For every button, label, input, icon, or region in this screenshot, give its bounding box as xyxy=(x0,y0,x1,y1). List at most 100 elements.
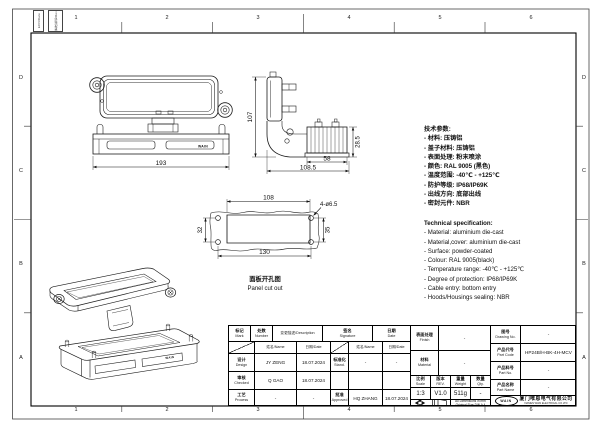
front-brand-text: WAIN xyxy=(198,144,208,148)
process-label-cn: 工艺 xyxy=(237,392,246,398)
name-subheader-label: 姓名/Name xyxy=(356,345,375,350)
side-view-dims: 107 28.5 58 108.5 xyxy=(247,76,362,174)
front-view-dims: 193 xyxy=(92,156,230,170)
company-text: 厦门唯恩电气有限公司 XIAMEN WAIN ELECTRICAL CO.LTD xyxy=(520,397,573,405)
zone-col-4-top: 4 xyxy=(347,15,351,21)
zone-row-b-left: B xyxy=(19,261,23,267)
tb-design-label: 设计 Design xyxy=(229,354,255,372)
dim-left-32: 32 xyxy=(198,226,204,233)
specs-chinese: 技术参数: - 材料: 压铸铝 - 盖子材料: 压铸铝 - 表面处理: 粉末喷涂… xyxy=(424,125,576,209)
dim-width-193: 193 xyxy=(156,160,167,167)
approved-label-cn: 批准 xyxy=(335,392,344,398)
note-line-1: All Dimensions in mm xyxy=(455,400,486,403)
name-subheader-label: 姓名/Name xyxy=(266,345,285,350)
side-view xyxy=(266,71,350,158)
specs-en-item: - Cable entry: bottom entry xyxy=(424,285,497,293)
dim-total-108-5: 108.5 xyxy=(300,165,317,172)
zone-col-2-bottom: 2 xyxy=(165,407,169,413)
zone-col-2-top: 2 xyxy=(165,15,169,21)
tb-diagonal-cell-left xyxy=(229,342,255,354)
tb-date-subheader-left: 日期/Date xyxy=(297,342,331,354)
zone-row-a-right: A xyxy=(582,355,586,361)
isometric-view: WAIN xyxy=(49,267,200,380)
checked-label-en: Checked xyxy=(234,380,249,385)
tb-dimension-note: All Dimensions in mm Original Size DIN A… xyxy=(451,400,491,406)
tb-qty-value: - xyxy=(471,388,491,400)
tb-standard-date: - xyxy=(383,354,411,372)
part-no-label-en: Part No. xyxy=(498,370,513,375)
specs-en-item: - Colour: RAL 9005(black) xyxy=(424,257,495,265)
specs-cn-item: - 材料: 压铸铝 xyxy=(424,135,463,143)
specs-en-item: - Material: aluminium die-cast xyxy=(424,229,504,237)
specs-en-item: - Material,cover: aluminium die-cast xyxy=(424,238,521,246)
tb-scale-value: 1:3 xyxy=(411,388,431,400)
iso-brand-text: WAIN xyxy=(165,355,175,360)
specs-cn-item: - 温度范围: -40℃ - +125℃ xyxy=(424,172,500,180)
mark-label-en: Mark xyxy=(235,333,244,338)
tb-projection-symbols xyxy=(411,400,451,405)
signature-label-en: Signature xyxy=(339,333,356,338)
scale-label-cn: 比例 xyxy=(416,376,425,381)
dim-bottom-130: 130 xyxy=(259,249,270,256)
material-label-cn: 材料 xyxy=(420,357,429,363)
number-label-en: Number xyxy=(254,333,269,338)
qty-label-cn: 数量 xyxy=(476,376,485,381)
tb-process-date: - xyxy=(297,390,331,405)
tb-empty-cell xyxy=(383,372,411,390)
zone-col-5-bottom: 5 xyxy=(438,407,442,413)
checked-label-cn: 审核 xyxy=(237,374,246,380)
drawing-no-label-cn: 图号 xyxy=(501,328,510,334)
tb-scale-label: 比例 Scale xyxy=(411,376,431,388)
date-label-cn: 日期 xyxy=(387,327,396,333)
weight-label-en: Weight xyxy=(454,381,467,386)
dim-height-107: 107 xyxy=(247,111,254,122)
specs-en-item: - Surface: powder-coated xyxy=(424,247,493,255)
zone-col-6-bottom: 6 xyxy=(529,407,533,413)
tb-material-label: 材料 Material xyxy=(411,351,439,376)
zone-col-3-top: 3 xyxy=(256,15,260,21)
zone-row-a-left: A xyxy=(19,355,23,361)
part-code-label-en: Part Code xyxy=(497,352,514,357)
dim-cable-28-5: 28.5 xyxy=(356,136,362,148)
date-label-en: Date xyxy=(387,333,396,338)
tb-part-code-label: 产品代号 Part Code xyxy=(491,344,521,362)
revision-col-rev-mark: 更改标记/Rev xyxy=(48,10,63,32)
tb-material-value: - xyxy=(439,351,491,376)
tb-standard-label: 标准化 Stand. xyxy=(331,354,349,372)
tb-rev-label: 版本 REV. xyxy=(431,376,451,388)
specs-en-title: Technical specification: xyxy=(424,220,493,227)
tb-empty-cell xyxy=(331,372,349,390)
date-subheader-label: 日期/Date xyxy=(305,345,322,350)
tb-checked-label: 审核 Checked xyxy=(229,372,255,390)
design-label-en: Design xyxy=(235,362,248,367)
zone-col-5-top: 5 xyxy=(438,15,442,21)
note-line-2: Original Size DIN A 4 xyxy=(455,403,486,406)
process-label-en: Process xyxy=(234,398,249,403)
tb-finish-value: - xyxy=(439,326,491,351)
tb-mark-header: 标记 Mark xyxy=(229,326,251,342)
qty-label-en: Qty. xyxy=(477,381,484,386)
specs-cn-item: - 出线方向: 底部出线 xyxy=(424,191,482,199)
panel-cutout-dims: 108 32 35 130 4-ø6.5 面板开孔图 Panel cut out xyxy=(198,195,338,293)
zone-row-d-right: D xyxy=(582,75,586,81)
tb-company: WAIN 厦门唯恩电气有限公司 XIAMEN WAIN ELECTRICAL C… xyxy=(491,396,575,405)
zone-col-3-bottom: 3 xyxy=(256,407,260,413)
dim-top-108: 108 xyxy=(263,195,274,202)
specs-cn-item: - 颜色: RAL 9005 (黑色) xyxy=(424,163,491,171)
approved-label-en: Approved xyxy=(331,398,348,403)
number-label-cn: 处数 xyxy=(257,327,266,333)
tb-rev-value: V1.0 xyxy=(431,388,451,400)
tb-process-label: 工艺 Process xyxy=(229,390,255,405)
dim-depth-58: 58 xyxy=(323,156,331,163)
tb-checked-name: Q GAO xyxy=(255,372,297,390)
revision-col-rev-mark-label: 更改标记/Rev xyxy=(53,11,58,31)
tb-design-date: 18.07.2024 xyxy=(297,354,331,372)
specs-en-item: - Temperature range: -40℃ - +125℃ xyxy=(424,266,525,274)
part-name-label-cn: 产品名称 xyxy=(497,381,514,387)
tb-process-name: - xyxy=(255,390,297,405)
weight-label-cn: 重量 xyxy=(456,376,465,381)
tb-name-subheader-right: 姓名/Name xyxy=(349,342,383,354)
revision-col-ecn-date-label: ECN/Date xyxy=(36,13,41,29)
